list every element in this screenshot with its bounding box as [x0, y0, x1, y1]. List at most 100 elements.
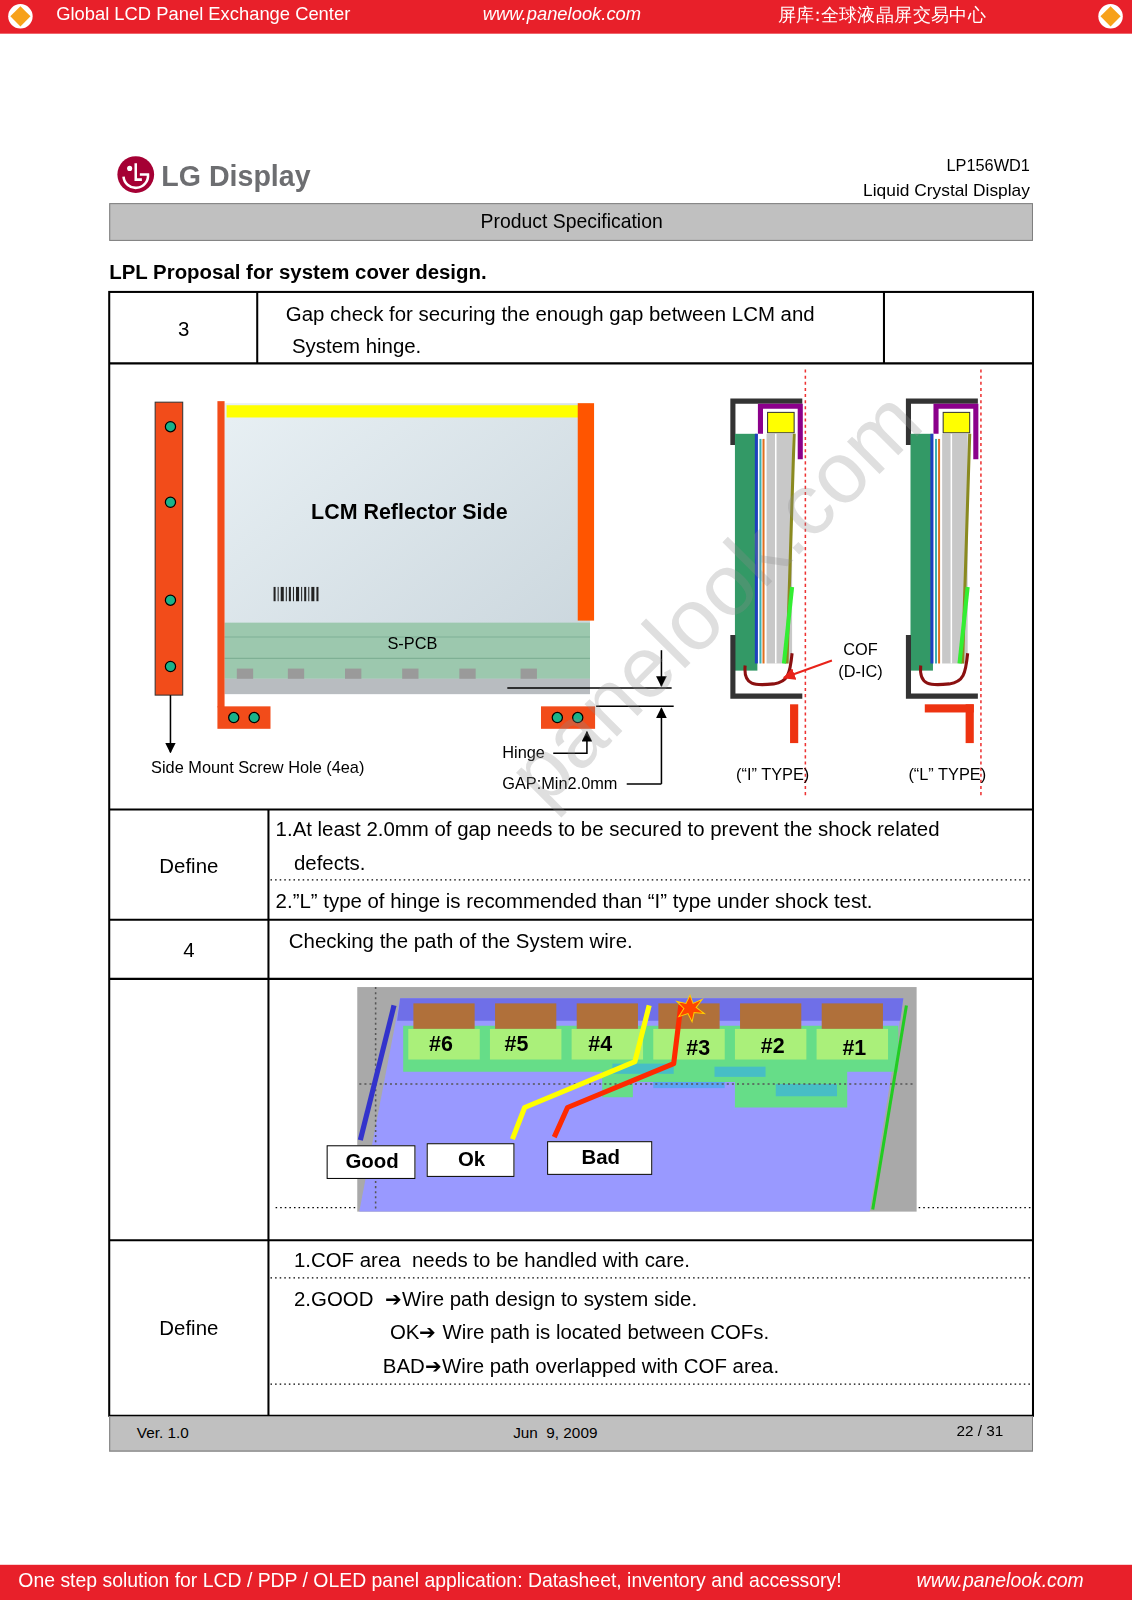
wire-photo [873, 1005, 907, 1209]
item-number: 3 [178, 316, 189, 342]
table-grid [109, 919, 1033, 921]
box-text: Product Specification [481, 203, 663, 239]
wire-photo [413, 1003, 474, 1029]
cross-section [745, 653, 792, 684]
cof-arrow [784, 660, 832, 677]
cross-section [784, 587, 792, 664]
wire-photo [490, 1029, 561, 1060]
lcm-photo [225, 679, 590, 694]
lcm-photo [293, 587, 294, 601]
lcm-photo [217, 706, 270, 728]
wire-photo [408, 1029, 479, 1060]
lcm-photo [578, 403, 594, 620]
table-grid [109, 292, 1033, 1416]
table-grid [883, 292, 885, 363]
wire-photo [403, 1026, 898, 1108]
wire-photo [612, 1064, 837, 1097]
callout-label: Hinge [502, 743, 545, 763]
model-number: LP156WD1 [946, 156, 1030, 176]
wire-photo [357, 987, 916, 1212]
wire-photo [715, 1067, 766, 1077]
callout-number: #1 [842, 1035, 866, 1062]
brand-logo [127, 166, 132, 171]
side-mount-strip [155, 402, 183, 752]
header-bar [1098, 4, 1122, 28]
lcm-photo [296, 587, 299, 601]
brand-logo [136, 163, 142, 179]
cross-section [735, 434, 757, 671]
lcm-photo [227, 405, 585, 417]
dotted-separator [270, 879, 1030, 880]
wire-path [360, 1005, 681, 1140]
lcm-photo [301, 587, 302, 601]
table-grid [256, 292, 258, 363]
gap-dimension [661, 708, 663, 784]
part-label: S-PCB [387, 634, 437, 654]
box-text: Bad [581, 1141, 620, 1173]
wire-photo [822, 1003, 883, 1029]
callout-number: #5 [505, 1031, 529, 1058]
lcm-photo [311, 587, 314, 601]
gap-dimension [596, 706, 674, 708]
cross-section [767, 434, 793, 664]
product-type: Liquid Crystal Display [863, 179, 1030, 200]
note-text: 1.COF area needs to be handled with care… [294, 1247, 690, 1273]
wire-photo [408, 1029, 888, 1060]
lcm-photo [225, 658, 590, 659]
hinge-i-type [790, 704, 798, 743]
cross-section [759, 439, 761, 664]
cof-arrow [784, 660, 832, 677]
callout-number: #6 [429, 1031, 453, 1058]
table-grid [109, 292, 1033, 1416]
side-mount-strip [170, 695, 172, 752]
lcm-photo [274, 587, 319, 601]
callout-number: #3 [686, 1035, 710, 1062]
note-text: 2.GOOD ➔Wire path design to system side. [294, 1286, 697, 1312]
dotted-separator [270, 1277, 1030, 1278]
table-grid [109, 808, 1033, 810]
footer-band: Ver. 1.0Jun 9, 200922 / 31 [109, 1416, 1033, 1452]
cross-section [768, 412, 795, 432]
callout-number: #2 [761, 1033, 785, 1060]
lcm-photo [552, 712, 562, 722]
lcm-photo [304, 587, 306, 601]
table-grid [109, 1239, 1033, 1241]
callout-number: #4 [588, 1031, 612, 1058]
cross-section [733, 370, 805, 799]
rating-box: Bad [547, 1141, 652, 1175]
lcm-photo [217, 401, 595, 729]
box-text: One step solution for LCD / PDP / OLED p… [18, 1564, 841, 1598]
side-mount-strip [165, 661, 175, 671]
lcm-photo [274, 587, 276, 601]
gap-dimension [507, 650, 673, 784]
box-text: www.panelook.com [917, 1564, 1084, 1598]
lcm-photo [229, 712, 239, 722]
damage-burst [677, 995, 705, 1022]
table-grid [109, 362, 1033, 364]
box-text: Jun 9, 2009 [513, 1416, 597, 1450]
note-text: 1.At least 2.0mm of gap needs to be secu… [276, 812, 968, 879]
lcm-photo [281, 587, 284, 601]
hinge-l-type [925, 704, 974, 712]
lcm-photo [289, 587, 291, 601]
item-heading: Gap check for securing the enough gap be… [286, 297, 864, 362]
wire-path [512, 1005, 649, 1139]
dotted-separator [270, 880, 1030, 1384]
gap-dimension [553, 732, 587, 753]
footer-banner: One step solution for LCD / PDP / OLED p… [0, 1565, 1132, 1600]
note-text: OK➔ Wire path is located between COFs. [390, 1319, 769, 1345]
side-mount-strip [165, 595, 175, 605]
side-mount-strip [165, 497, 175, 507]
figure-caption: (“I” TYPE) [736, 765, 809, 785]
header-band: Global LCD Panel Exchange Centerwww.pane… [0, 0, 1132, 34]
gap-dimension [507, 687, 671, 689]
dimension-label: GAP:Min2.0mm [502, 774, 617, 794]
wire-photo [572, 1029, 643, 1060]
cross-section [775, 434, 777, 664]
lcm-photo [278, 587, 279, 601]
lcm-photo [225, 403, 590, 694]
callout-label: COF (D-IC) [830, 638, 891, 681]
part-label: LCM Reflector Side [311, 498, 508, 525]
row-label: Define [159, 1315, 218, 1341]
